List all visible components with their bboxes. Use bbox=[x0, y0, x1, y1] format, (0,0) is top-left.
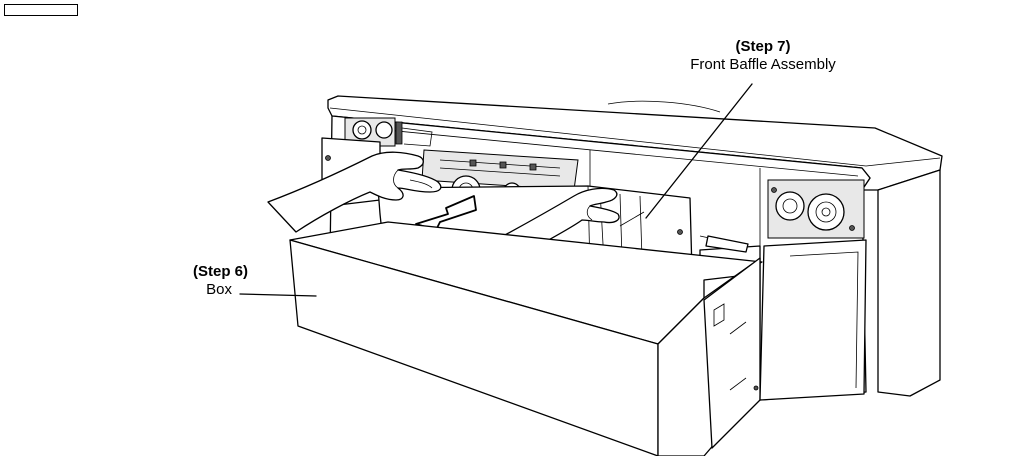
callout-step6: (Step 6) Box bbox=[148, 263, 248, 299]
right-speaker-cone-2 bbox=[808, 194, 844, 230]
callout-step6-label: Box bbox=[148, 281, 248, 299]
callout-step6-step: (Step 6) bbox=[148, 263, 248, 281]
unit-front-door bbox=[760, 240, 866, 400]
left-speaker-cone-1 bbox=[353, 121, 371, 139]
callout-step7-label: Front Baffle Assembly bbox=[668, 56, 858, 74]
right-speaker-cone-1 bbox=[776, 192, 804, 220]
box-flap bbox=[704, 258, 760, 448]
callout-step7: (Step 7) Front Baffle Assembly bbox=[668, 38, 858, 74]
left-speaker-cone-2 bbox=[376, 122, 392, 138]
unit-right-panel bbox=[878, 170, 940, 396]
callout-step7-step: (Step 7) bbox=[668, 38, 858, 56]
